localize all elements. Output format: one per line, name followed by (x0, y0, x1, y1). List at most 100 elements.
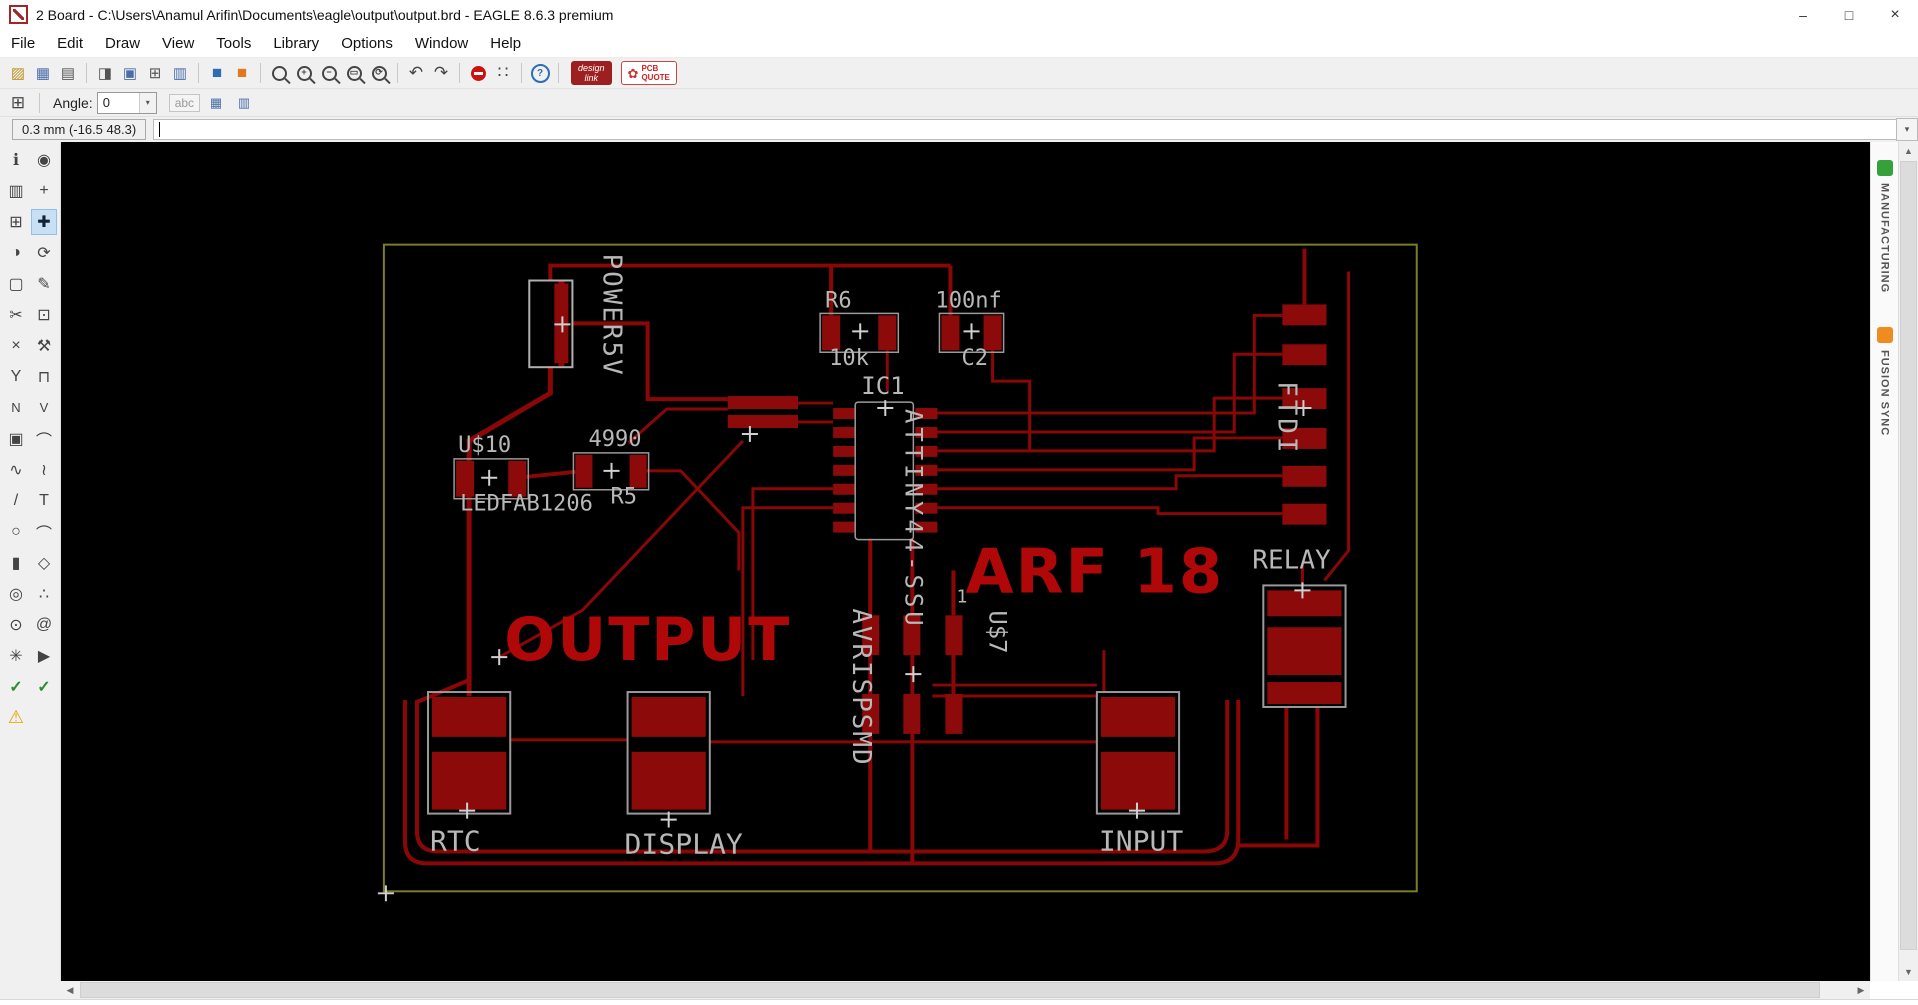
menu-window[interactable]: Window (414, 34, 469, 52)
schematic-button[interactable]: ■ (211, 63, 223, 82)
delete-icon[interactable]: × (11, 336, 21, 354)
via-icon[interactable]: ◎ (9, 585, 23, 603)
editor-canvas[interactable]: POWER5V R6 10k 100nf C2 IC1 ATTINY44-SSU… (61, 142, 1870, 981)
image-export-button[interactable]: ▣ (122, 65, 138, 82)
menu-view[interactable]: View (162, 34, 195, 52)
board-outline[interactable] (382, 243, 1418, 893)
zoom-select-button[interactable]: ▭ (342, 61, 366, 85)
change-icon[interactable]: ✎ (37, 275, 51, 293)
vertical-scrollbar[interactable]: ▲ ▼ (1898, 142, 1918, 981)
horizontal-scroll-track[interactable] (79, 981, 1852, 999)
mark-icon[interactable]: + (39, 181, 49, 199)
component-u10[interactable] (453, 458, 530, 500)
menu-help[interactable]: Help (490, 34, 522, 52)
command-history-dropdown[interactable]: ▾ (1896, 118, 1918, 141)
paste-icon[interactable]: ⊡ (37, 306, 51, 324)
show-icon[interactable]: ◉ (37, 151, 51, 169)
smash-icon[interactable]: ▣ (8, 430, 24, 448)
split-icon[interactable]: Y (10, 367, 22, 385)
scroll-left-icon[interactable]: ◀ (66, 984, 74, 995)
rotate-icon[interactable]: ⟳ (37, 244, 51, 262)
layer-settings-button[interactable]: ■ (236, 63, 248, 82)
auto-route-icon[interactable]: ▶ (37, 647, 51, 665)
horizontal-scrollbar[interactable]: ◀ ▶ (61, 981, 1870, 999)
zoom-fit-button[interactable] (267, 61, 291, 85)
menu-file[interactable]: File (11, 34, 36, 52)
move-icon[interactable]: ✚ (31, 208, 57, 235)
copper-text[interactable]: ARF 18 OUTPUT (504, 535, 1224, 676)
zoom-redraw-button[interactable]: ⟳ (367, 61, 391, 85)
name-icon[interactable]: N (11, 400, 21, 415)
rect-icon[interactable]: ▮ (11, 554, 21, 572)
copper-text-output[interactable]: OUTPUT (504, 605, 791, 675)
abc-button[interactable]: abc (168, 93, 201, 112)
menu-options[interactable]: Options (341, 34, 393, 52)
print-button[interactable]: ▤ (60, 65, 76, 82)
component-c2[interactable] (938, 312, 1005, 353)
tab-fusion-sync[interactable]: FUSION SYNC (1876, 327, 1893, 436)
mirror-param-button[interactable]: ▦ (209, 94, 223, 110)
ratsnest-icon[interactable]: ✳ (9, 647, 23, 665)
copper-pads[interactable] (432, 283, 1342, 810)
lock-icon[interactable]: ⊓ (37, 368, 51, 386)
cut-icon[interactable]: ✂ (9, 306, 23, 324)
vertical-scroll-thumb[interactable] (1900, 161, 1917, 950)
menu-library[interactable]: Library (273, 34, 320, 52)
circle-icon[interactable]: ○ (11, 522, 21, 540)
drc-icon[interactable]: ✓ (37, 678, 51, 696)
wire-icon[interactable]: / (13, 491, 19, 509)
hole-icon[interactable]: ⊙ (9, 616, 23, 634)
table-button[interactable]: ▥ (172, 65, 188, 82)
redo-button[interactable]: ↷ (433, 63, 449, 82)
grid-settings-button[interactable]: ⊞ (10, 92, 26, 112)
component-r6[interactable] (819, 312, 900, 353)
vertical-scroll-track[interactable] (1899, 160, 1918, 963)
erc-icon[interactable]: ✓ (9, 678, 23, 696)
calculator-button[interactable]: ⊞ (148, 65, 162, 82)
help-button[interactable]: ? (528, 61, 552, 85)
component-power5v[interactable] (528, 279, 574, 369)
errors-icon[interactable]: ⚠ (7, 707, 25, 727)
mirror-icon[interactable]: ◑ (11, 243, 21, 261)
component-relay[interactable] (1262, 584, 1347, 708)
route-icon[interactable]: ∿ (9, 461, 23, 479)
undo-button[interactable]: ↶ (408, 63, 424, 82)
angle-select[interactable]: 0 ▾ (96, 91, 157, 114)
stop-button[interactable] (466, 61, 490, 85)
spin-param-button[interactable]: ▥ (237, 94, 251, 110)
scroll-up-icon[interactable]: ▲ (1904, 146, 1913, 156)
minimize-button[interactable]: – (1799, 6, 1807, 23)
menu-tools[interactable]: Tools (216, 34, 252, 52)
arc-icon[interactable]: ⌒ (35, 525, 52, 543)
command-input[interactable] (153, 119, 1896, 140)
menu-edit[interactable]: Edit (57, 34, 84, 52)
zoom-in-button[interactable]: + (292, 61, 316, 85)
tab-manufacturing[interactable]: MANUFACTURING (1876, 160, 1893, 293)
close-button[interactable]: × (1890, 5, 1900, 23)
go-button[interactable]: ∷ (497, 63, 509, 82)
ripup-icon[interactable]: ≀ (41, 461, 47, 479)
text-icon[interactable]: T (39, 491, 49, 509)
signal-icon[interactable]: ∴ (38, 585, 50, 603)
open-button[interactable]: ▨ (10, 65, 26, 82)
group-icon[interactable]: ▢ (8, 275, 24, 293)
pcb-quote-button[interactable]: ✿ PCB QUOTE (620, 61, 677, 85)
scroll-down-icon[interactable]: ▼ (1904, 967, 1913, 977)
component-r5[interactable] (572, 452, 650, 491)
maximize-button[interactable]: □ (1844, 6, 1854, 23)
save-button[interactable]: ▦ (35, 65, 51, 82)
info-icon[interactable]: ℹ (12, 151, 20, 169)
attribute-icon[interactable]: @ (35, 615, 53, 633)
zoom-out-button[interactable]: − (317, 61, 341, 85)
scroll-right-icon[interactable]: ▶ (1857, 984, 1865, 995)
cam-button[interactable]: ◨ (97, 65, 113, 82)
polygon-icon[interactable]: ◇ (37, 554, 51, 572)
miter-icon[interactable]: ⌒ (35, 432, 52, 450)
component-rtc[interactable] (427, 691, 512, 815)
value-icon[interactable]: V (39, 400, 49, 415)
wrench-icon[interactable]: ⚒ (36, 337, 52, 355)
display-icon[interactable]: ▥ (8, 182, 24, 200)
copper-text-arf18[interactable]: ARF 18 (966, 535, 1225, 608)
design-link-button[interactable]: design link (571, 61, 612, 85)
copy-icon[interactable]: ⊞ (9, 213, 23, 231)
